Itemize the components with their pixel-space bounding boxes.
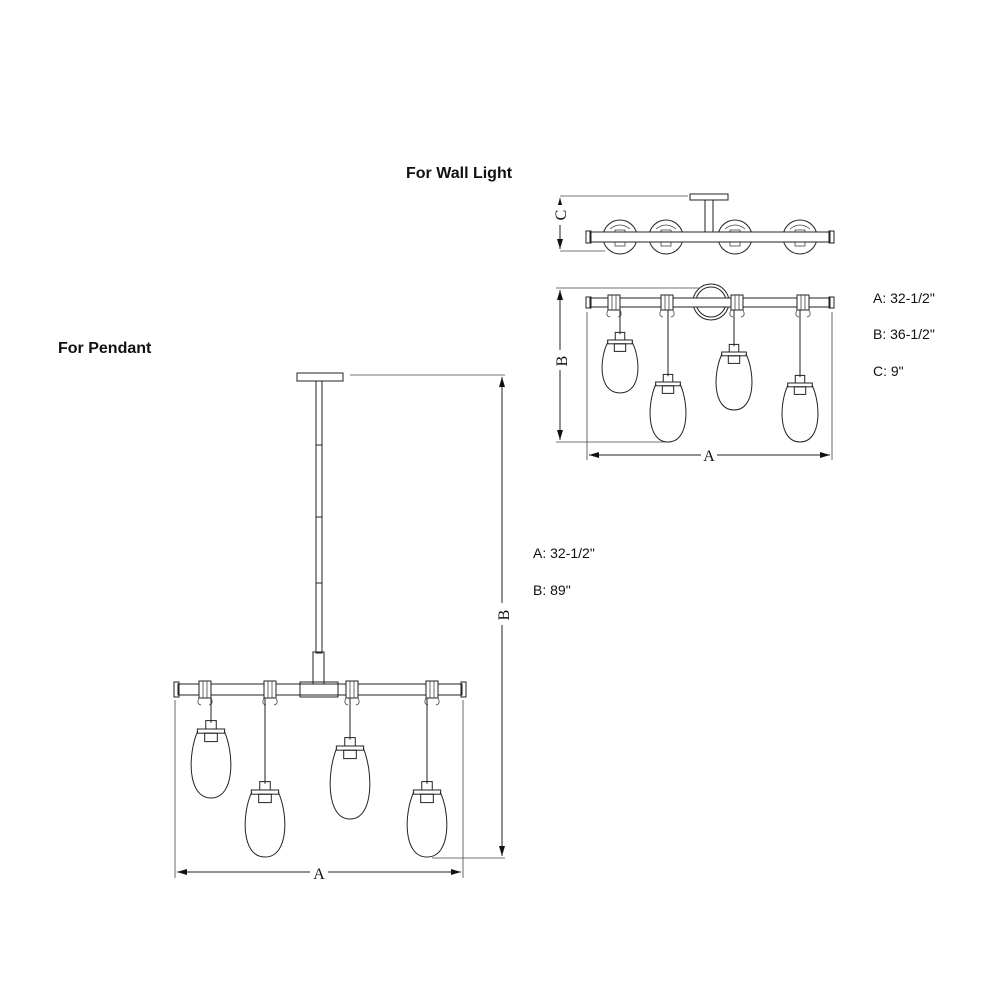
lamp-hook: [344, 680, 360, 706]
bar-end-cap: [585, 296, 592, 309]
pendant-view: B A: [173, 372, 513, 883]
wall-bar: [589, 297, 831, 308]
wall-top-view: C: [552, 193, 835, 255]
lamp-glass-shade: [601, 341, 639, 394]
wall-spec-b: B: 36-1/2": [873, 326, 935, 342]
dim-a-label: A: [313, 866, 325, 883]
lamp-collar: [250, 789, 280, 795]
dim-b-label: B: [496, 610, 513, 621]
dim-b-label: B: [554, 356, 571, 367]
lamp-collar: [412, 789, 442, 795]
lamp-pendant: [649, 310, 687, 443]
lamp-collar: [196, 728, 226, 734]
lamp-collar: [607, 339, 633, 345]
pendant-title: For Pendant: [58, 340, 152, 357]
lamp-pendant: [601, 310, 639, 394]
lamp-collar: [655, 381, 681, 387]
lamp-hook: [659, 294, 675, 318]
lamp-pendant: [190, 698, 232, 799]
lamp-pendant: [244, 698, 286, 858]
lamp-glass-shade: [244, 791, 286, 858]
wall-spec-a: A: 32-1/2": [873, 290, 935, 306]
pendant-spec-b: B: 89": [533, 582, 571, 598]
lamp-hook: [606, 294, 622, 318]
lamp-collar: [721, 351, 747, 357]
lamp-glass-shade: [715, 353, 753, 411]
pendant-canopy: [296, 372, 344, 382]
bar-end-cap: [828, 230, 835, 244]
dim-c-label: C: [553, 210, 570, 221]
wall-spec-c: C: 9": [873, 363, 904, 379]
wall-bar-top: [589, 231, 831, 243]
lamp-glass-shade: [329, 747, 371, 820]
wall-light-title: For Wall Light: [406, 165, 513, 182]
lamp-glass-shade: [781, 384, 819, 443]
lamp-hook: [197, 680, 213, 706]
pendant-sleeve: [312, 651, 325, 685]
wall-front-view: B A: [552, 283, 835, 465]
bar-end-cap: [585, 230, 592, 244]
pendant-tee: [299, 681, 339, 698]
wall-stem: [704, 199, 714, 233]
bar-end-cap: [828, 296, 835, 309]
lamp-glass-shade: [406, 791, 448, 858]
lamp-glass-shade: [649, 383, 687, 443]
lamp-pendant: [781, 310, 819, 443]
lamp-hook: [795, 294, 811, 318]
lamp-pendant: [715, 310, 753, 411]
lamp-hook: [424, 680, 440, 706]
lamp-collar: [335, 745, 365, 751]
pendant-spec-a: A: 32-1/2": [533, 545, 595, 561]
lamp-pendant: [329, 698, 371, 820]
wall-canopy: [689, 193, 729, 201]
lamp-hook: [729, 294, 745, 318]
dim-a-label: A: [703, 448, 715, 465]
lamp-glass-shade: [190, 730, 232, 799]
bar-end-cap: [173, 681, 180, 698]
bar-end-cap: [460, 681, 467, 698]
pendant-bar: [177, 683, 463, 696]
lamp-pendant: [406, 698, 448, 858]
lamp-collar: [787, 382, 813, 388]
